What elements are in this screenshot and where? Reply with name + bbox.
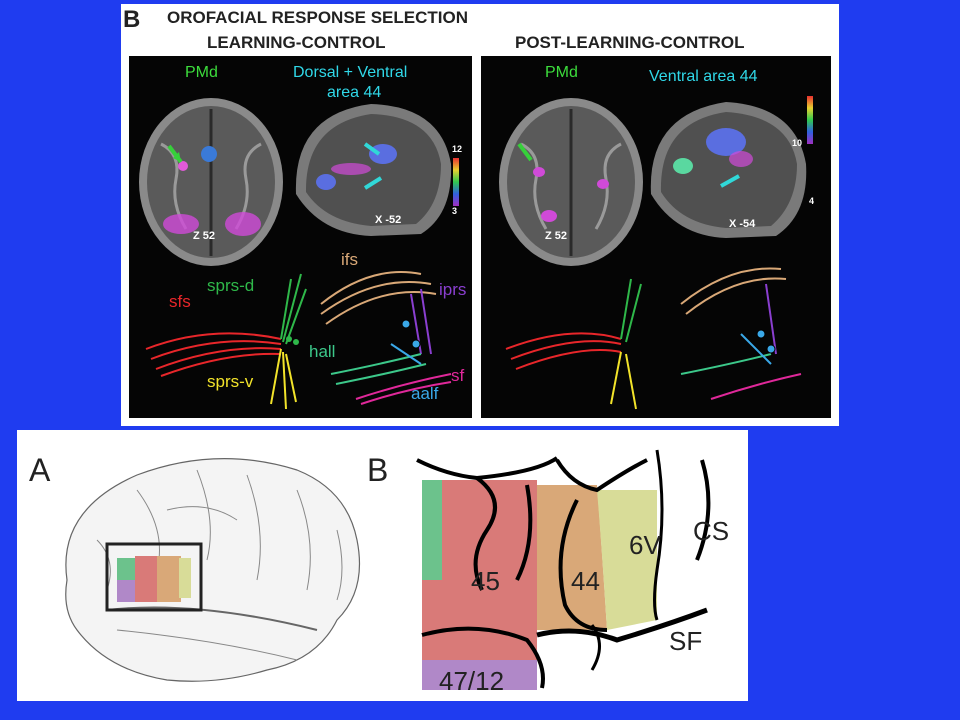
zoom-box [105,542,203,612]
tract-label-sprs-d: sprs-d [207,276,255,295]
area-label-44: 44 [571,566,600,596]
tract-label-sfs: sfs [169,292,191,311]
panel-letter-b: B [123,6,141,33]
left-area-label: Dorsal + Ventral [293,64,408,81]
right-axial-brain [499,98,643,266]
right-tractography [505,267,802,410]
bottom-figure-graphics [65,449,711,690]
left-color-scale [453,158,459,206]
right-scale-min: 4 [809,196,815,206]
right-scale-max: 10 [792,138,803,148]
right-title: POST-LEARNING-CONTROL [515,33,745,52]
right-z-coord: Z 52 [545,230,568,242]
region-diagram [416,449,711,690]
right-x-coord: X -54 [729,218,756,230]
left-x-coord: X -52 [375,214,402,226]
left-z-coord: Z 52 [193,230,216,242]
left-sagittal-brain [295,104,452,236]
left-tractography [145,271,452,410]
right-sagittal-brain [650,102,807,238]
tract-label-sprs-v: sprs-v [207,372,254,391]
left-scale-min: 3 [452,206,458,216]
tract-label-hall: hall [309,342,336,361]
figure-title: OROFACIAL RESPONSE SELECTION [167,8,469,27]
left-pmd-label: PMd [185,64,218,81]
panel-letter-a: A [29,452,51,488]
left-area-label-2: area 44 [327,84,382,101]
tract-label-iprs: iprs [439,280,467,299]
right-color-scale [807,96,813,144]
bottom-figure-panel: A B 45 44 6V CS SF 47/12 [17,430,748,701]
sulcus-label-sf: SF [669,626,703,656]
area-label-45: 45 [471,566,500,596]
left-scale-max: 12 [452,144,463,154]
panel-letter-b-bottom: B [367,452,389,488]
brain-drawing [65,458,361,682]
left-title: LEARNING-CONTROL [207,33,386,52]
area-label-6v: 6V [629,530,661,560]
top-figure-panel: B OROFACIAL RESPONSE SELECTION LEARNING-… [121,4,839,426]
area-label-47-12: 47/12 [439,666,505,696]
right-pmd-label: PMd [545,64,578,81]
tract-label-sf: sf [451,366,465,385]
tract-label-aalf: aalf [411,384,439,403]
right-area-label: Ventral area 44 [649,68,758,85]
sulcus-label-cs: CS [693,516,730,546]
left-axial-brain [139,98,283,266]
top-figure-graphics [129,56,831,418]
tract-label-ifs: ifs [341,250,358,269]
